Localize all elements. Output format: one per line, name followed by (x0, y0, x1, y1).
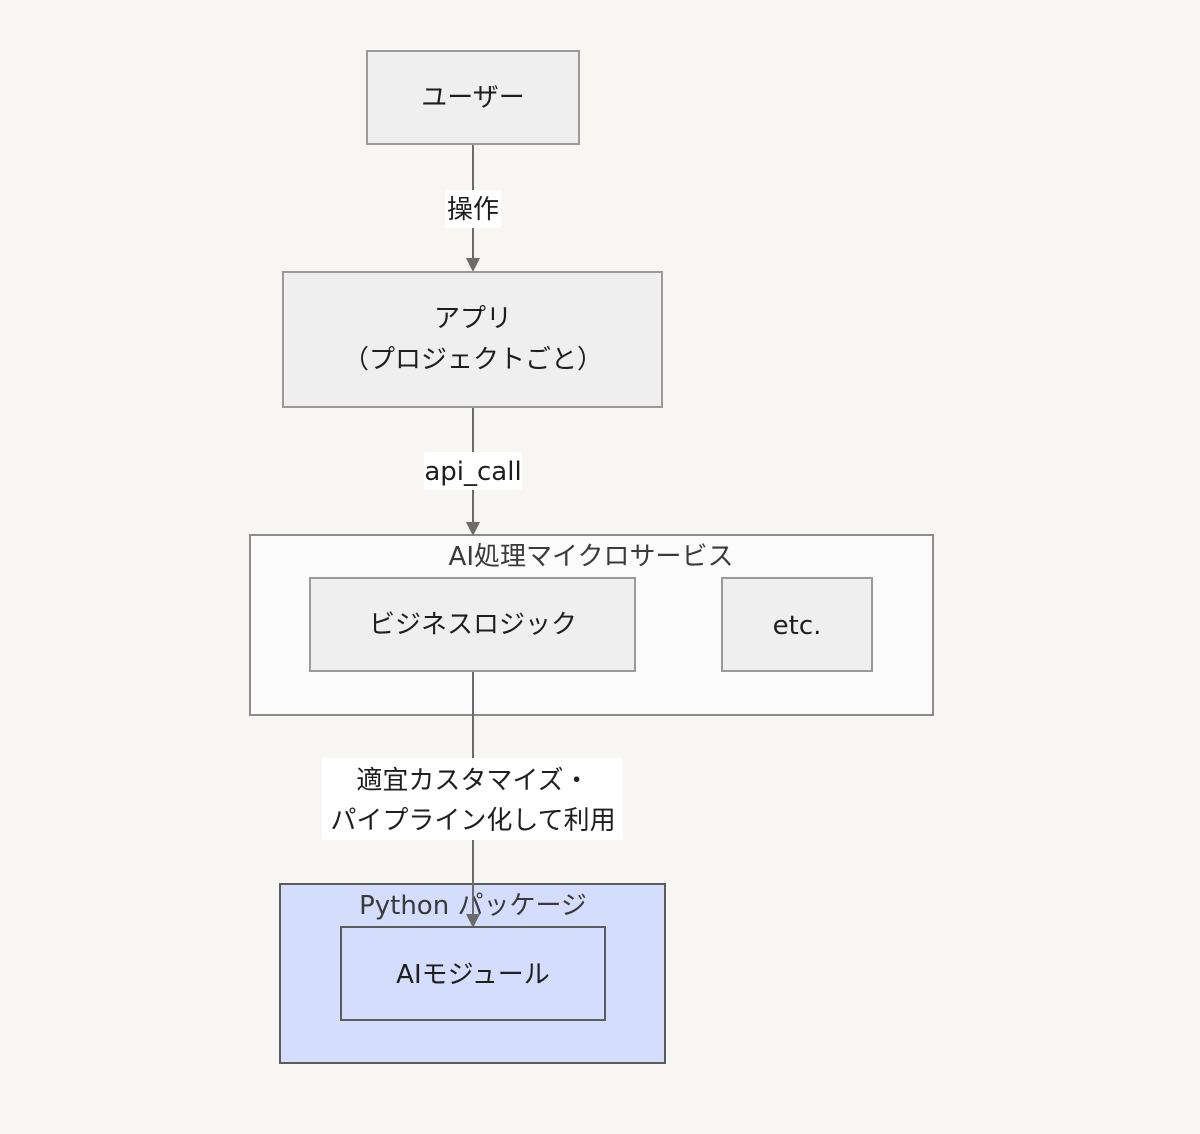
node-app-box[interactable] (282, 271, 663, 408)
node-user-box[interactable] (366, 50, 580, 145)
node-user[interactable]: ユーザー (366, 50, 580, 145)
node-user-label: ユーザー (421, 83, 524, 113)
edge-logic-to-module-label-bg (322, 758, 623, 840)
edge-logic-to-module: 適宜カスタマイズ・ パイプライン化して利用 (322, 671, 623, 928)
node-app-label-line2: （プロジェクトごと） (343, 345, 603, 375)
node-business-logic-label: ビジネスロジック (369, 610, 577, 640)
edge-app-to-service-label-bg (424, 452, 522, 490)
node-ai-module-box[interactable] (340, 926, 606, 1021)
node-etc-box[interactable] (721, 577, 873, 672)
edge-logic-to-module-label-line2: パイプライン化して利用 (330, 806, 615, 836)
edge-user-to-app: 操作 (445, 144, 501, 272)
node-business-logic-box[interactable] (309, 577, 636, 672)
node-ai-module-label: AIモジュール (396, 960, 550, 990)
cluster-ai-service-label: AI処理マイクロサービス (449, 542, 734, 572)
edge-user-to-app-label-bg (445, 190, 501, 228)
node-business-logic[interactable]: ビジネスロジック (309, 577, 636, 672)
node-app[interactable]: アプリ （プロジェクトごと） (282, 271, 663, 408)
node-app-label-line1: アプリ (434, 304, 512, 334)
edge-user-to-app-label: 操作 (447, 195, 499, 225)
edge-app-to-service-label: api_call (424, 457, 521, 487)
node-etc-label: etc. (773, 611, 822, 641)
node-ai-module[interactable]: AIモジュール (340, 926, 606, 1021)
node-etc[interactable]: etc. (721, 577, 873, 672)
edge-app-to-service: api_call (424, 407, 522, 536)
edge-logic-to-module-label-line1: 適宜カスタマイズ・ (356, 766, 589, 796)
